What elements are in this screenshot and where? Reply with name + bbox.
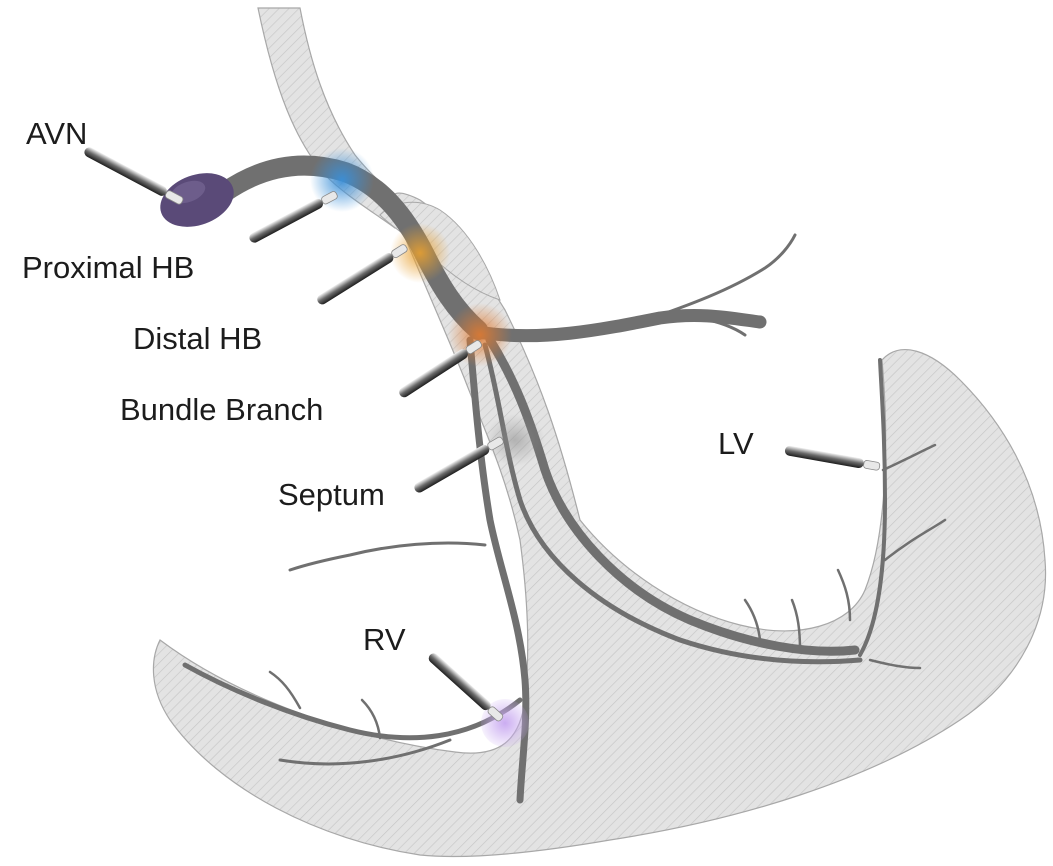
label-distal-hb: Distal HB xyxy=(133,323,262,354)
catheter-avn xyxy=(83,146,185,206)
label-lv: LV xyxy=(718,428,754,459)
catheter-lv xyxy=(784,445,880,472)
label-avn: AVN xyxy=(26,118,87,149)
catheter-proximal-hb xyxy=(248,190,339,245)
label-rv: RV xyxy=(363,624,406,655)
ventricular-wall xyxy=(153,193,1045,856)
label-proximal-hb: Proximal HB xyxy=(22,252,194,283)
avn-node xyxy=(153,164,242,237)
catheter-distal-hb xyxy=(315,243,408,307)
catheter-septum xyxy=(413,435,505,494)
rv-twig-1 xyxy=(270,672,300,708)
catheter-rv xyxy=(427,651,505,723)
label-septum: Septum xyxy=(278,479,385,510)
label-bundle-branch: Bundle Branch xyxy=(120,394,323,425)
heart-tissue xyxy=(153,8,1045,857)
left-bundle-branch xyxy=(478,315,760,335)
lb-fascicle-upper xyxy=(640,235,795,322)
rb-branch-septum xyxy=(290,543,485,570)
